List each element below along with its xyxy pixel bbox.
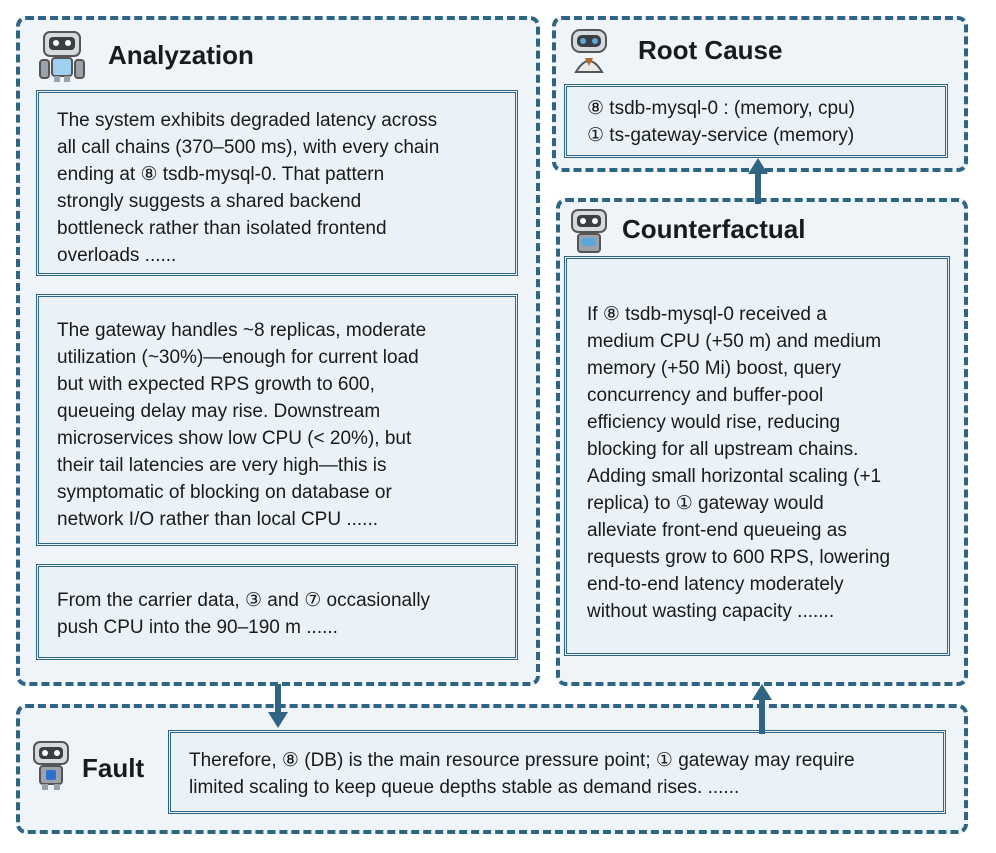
- root-cause-title: Root Cause: [638, 35, 783, 65]
- analyzation-box-3: From the carrier data, ③ and ⑦ occasiona…: [36, 564, 518, 660]
- analyzation-text-3: From the carrier data, ③ and ⑦ occasiona…: [57, 590, 431, 638]
- analyzation-title: Analyzation: [108, 40, 254, 70]
- fault-box: Therefore, ⑧ (DB) is the main resource p…: [168, 730, 946, 814]
- counterfactual-title: Counterfactual: [622, 214, 806, 244]
- analyzation-text-2: The gateway handles ~8 replicas, moderat…: [57, 320, 427, 530]
- robot-icon: [571, 29, 607, 73]
- arrow-up-icon: [752, 684, 772, 734]
- fault-text: Therefore, ⑧ (DB) is the main resource p…: [189, 750, 855, 798]
- robot-icon: [39, 31, 85, 82]
- counterfactual-box: If ⑧ tsdb-mysql-0 received a medium CPU …: [564, 256, 950, 656]
- analyzation-box-2: The gateway handles ~8 replicas, moderat…: [36, 294, 518, 546]
- analyzation-box-1: The system exhibits degraded latency acr…: [36, 90, 518, 276]
- root-cause-line-2: ① ts-gateway-service (memory): [587, 125, 855, 146]
- robot-icon: [33, 741, 69, 790]
- robot-icon: [571, 209, 607, 253]
- arrow-down-icon: [268, 684, 288, 728]
- analyzation-text-1: The system exhibits degraded latency acr…: [57, 110, 440, 266]
- root-cause-line-1: ⑧ tsdb-mysql-0 : (memory, cpu): [587, 98, 855, 119]
- fault-title: Fault: [82, 753, 145, 783]
- root-cause-box: ⑧ tsdb-mysql-0 : (memory, cpu) ① ts-gate…: [564, 84, 948, 158]
- arrow-up-icon: [748, 158, 768, 204]
- counterfactual-text: If ⑧ tsdb-mysql-0 received a medium CPU …: [587, 304, 891, 622]
